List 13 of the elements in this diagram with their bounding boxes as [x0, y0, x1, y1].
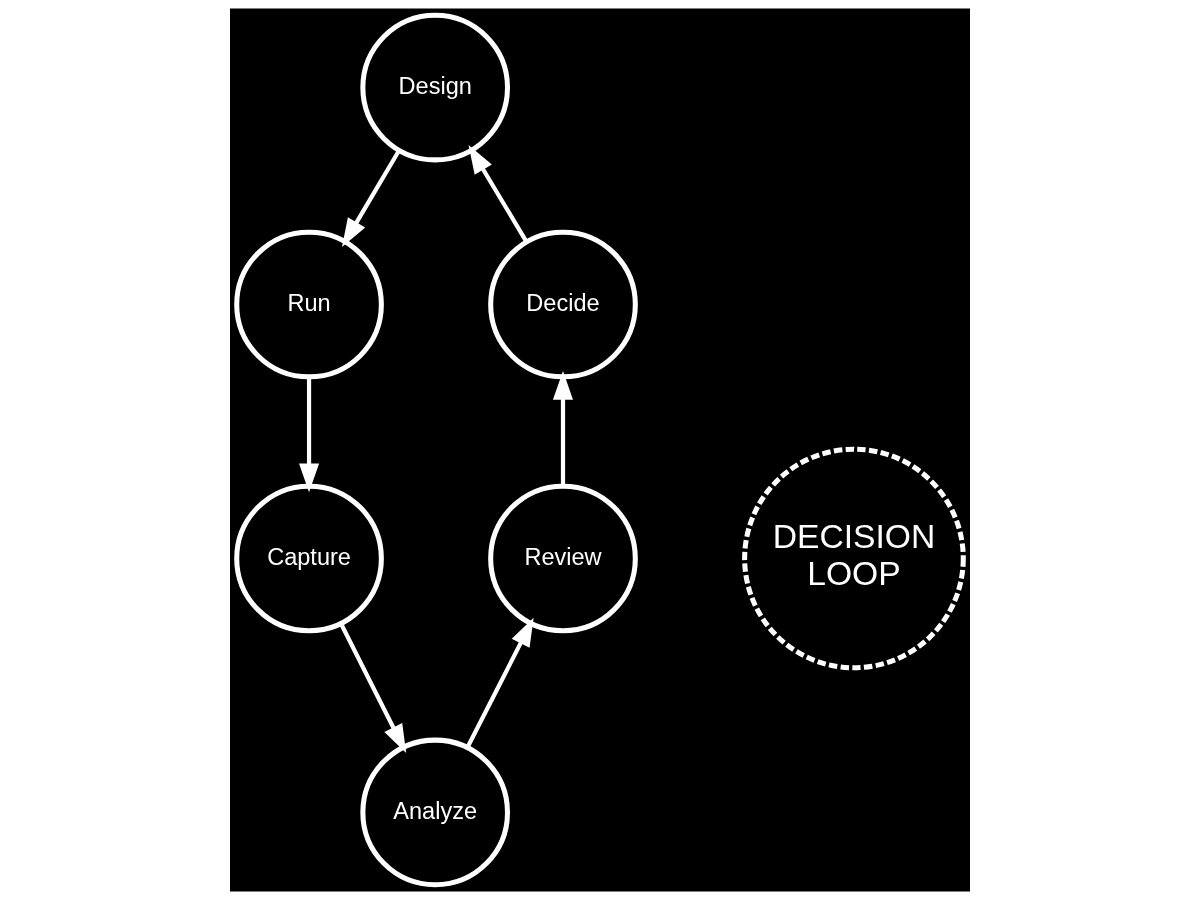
arrow	[468, 145, 529, 243]
arrow	[341, 149, 401, 248]
arrow	[299, 377, 320, 493]
arrow	[339, 623, 407, 754]
arrow	[553, 371, 573, 486]
node-circle: Review	[488, 483, 638, 634]
node-circle: Design	[360, 12, 511, 163]
node-circle: Analyze	[360, 737, 511, 888]
node-circle: Run	[234, 229, 384, 380]
node-circle: Capture	[234, 483, 384, 634]
node-circle: Decide	[488, 229, 638, 380]
node-circle: DECISION LOOP	[742, 446, 966, 671]
arrow	[465, 617, 534, 749]
